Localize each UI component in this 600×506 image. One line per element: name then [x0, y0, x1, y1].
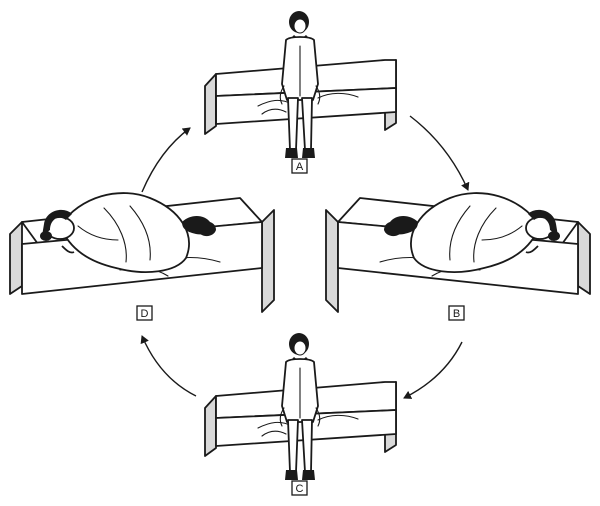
- step-d-lying-figure: [9, 192, 275, 313]
- step-d-label: D: [136, 305, 153, 321]
- step-d-label-text: D: [141, 308, 149, 320]
- step-c-sitting-figure: [204, 333, 397, 480]
- step-c-label: C: [291, 480, 308, 496]
- arrow-b-to-c: [403, 341, 463, 399]
- step-a-sitting-figure: [204, 11, 397, 158]
- step-b-label: B: [448, 305, 465, 321]
- step-a-label: A: [291, 158, 308, 174]
- step-b-lying-figure: [325, 192, 591, 313]
- step-b-label-text: B: [453, 308, 460, 320]
- step-c-label-text: C: [296, 483, 304, 495]
- arrow-c-to-d: [140, 335, 197, 397]
- step-a-label-text: A: [296, 161, 304, 173]
- arrow-a-to-b: [409, 115, 470, 191]
- arrow-d-to-a: [141, 127, 191, 193]
